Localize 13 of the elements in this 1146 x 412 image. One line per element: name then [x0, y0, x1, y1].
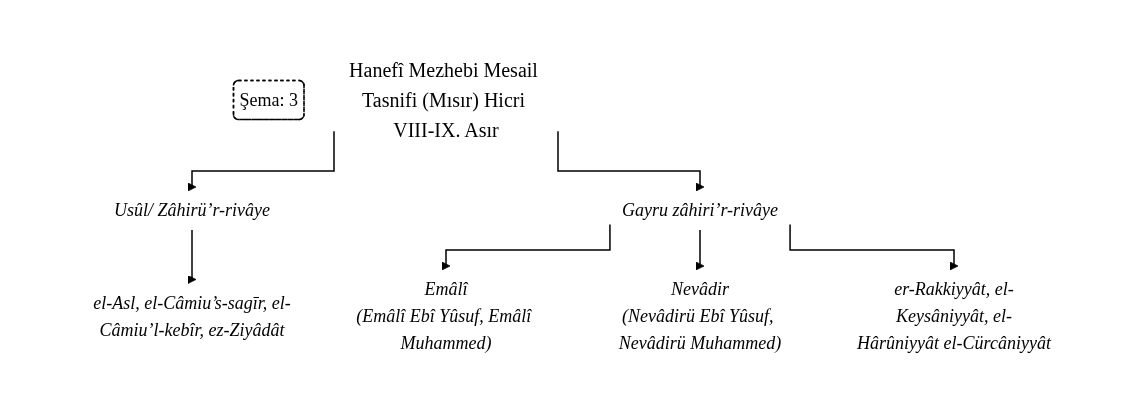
arrow	[441, 223, 611, 271]
arrow	[187, 130, 335, 192]
arrow	[695, 229, 705, 271]
node-text: Hanefî Mezhebi Mesail Tasnifi (Mısır) Hicri VIII-IX. Asır	[349, 59, 538, 141]
node-text: el-Asl, el-Câmiu’s-sagīr, el-Câmiu’l-kebîr, ez-Ziyâdât	[93, 292, 291, 340]
arrow	[789, 223, 959, 271]
node-text: er-Rakkiyyât, el-Keysâniyyât, el-Hârûniyyât el-Cürcâniyyât	[857, 279, 1051, 353]
arrow	[557, 130, 705, 192]
node-text: Nevâdir (Nevâdirü Ebî Yûsuf, Nevâdirü Muhammed)	[618, 279, 782, 353]
node-text: Usûl/ Zâhirü’r-rivâye	[113, 200, 271, 220]
arrow	[187, 229, 197, 284]
node-text: Gayru zâhiri’r-rivâye	[621, 200, 779, 220]
node-text: Emâlî (Emâlî Ebî Yûsuf, Emâlî Muhammed)	[356, 279, 532, 353]
